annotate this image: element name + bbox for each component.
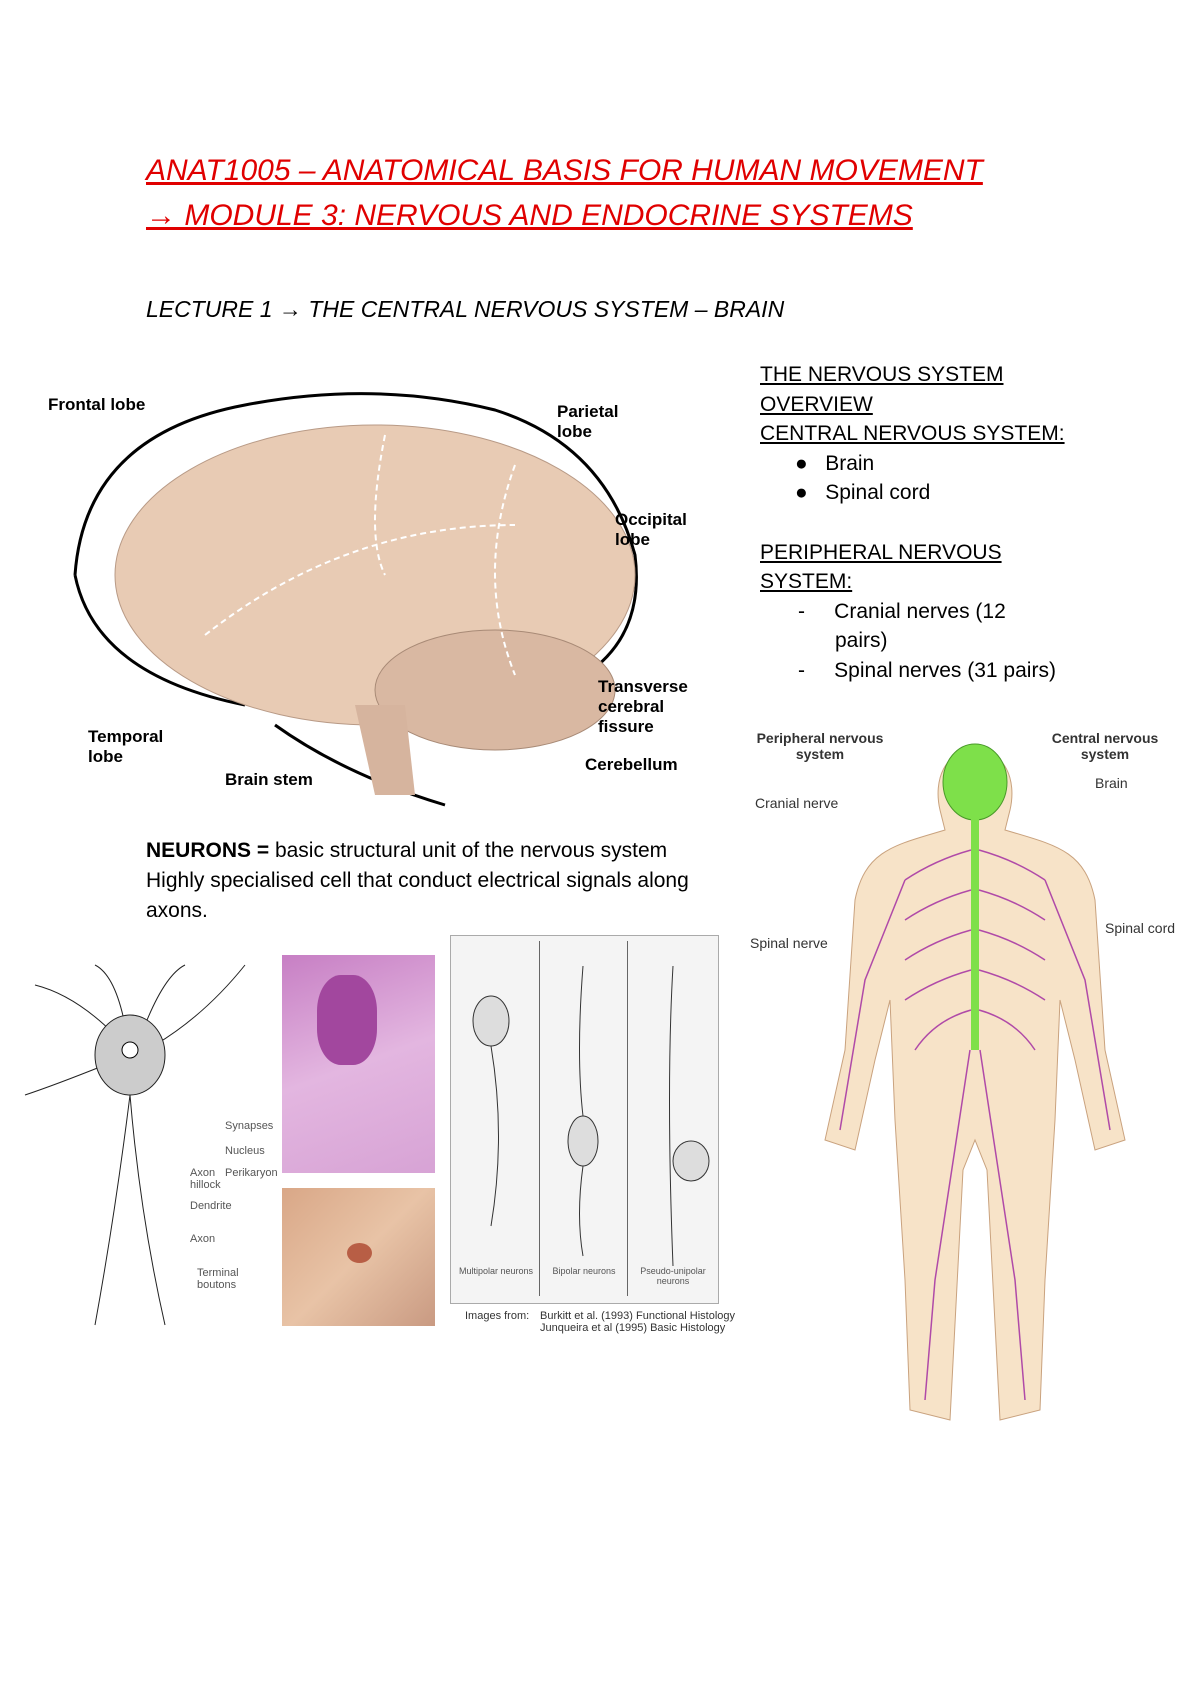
lecture-heading: LECTURE 1 → THE CENTRAL NERVOUS SYSTEM –… [146, 296, 785, 322]
label-multipolar: Multipolar neurons [458, 1266, 534, 1276]
document-title: ANAT1005 – ANATOMICAL BASIS FOR HUMAN MO… [146, 154, 983, 232]
cell-body [347, 1243, 372, 1263]
pns-list-item: - Cranial nerves (12 [798, 599, 1006, 623]
brain-illustration [73, 392, 638, 807]
label-dendrite: Dendrite [190, 1200, 232, 1212]
pns-list-item: - Spinal nerves (31 pairs) [798, 658, 1056, 682]
label-parietal-lobe: Parietal lobe [557, 402, 619, 441]
label-brain: Brain [1095, 775, 1128, 791]
label-temporal-lobe: Temporal lobe [88, 727, 164, 766]
label-spinal-cord: Spinal cord [1105, 920, 1176, 936]
cns-list-item: ● Spinal cord [795, 481, 931, 504]
overview-section: THE NERVOUS SYSTEM OVERVIEW CENTRAL NERV… [760, 360, 1065, 685]
neuron-types-drawing [472, 965, 710, 1267]
neuron-micrograph-stained-brown [282, 1188, 435, 1326]
image-credit: Burkitt et al. (1993) Functional Histolo… [540, 1310, 736, 1334]
label-brain-stem: Brain stem [225, 770, 313, 789]
pns-heading: PERIPHERAL NERVOUS [760, 540, 1002, 564]
label-bipolar: Bipolar neurons [552, 1266, 616, 1276]
label-frontal-lobe: Frontal lobe [48, 395, 146, 414]
label-spinal-nerve: Spinal nerve [750, 935, 828, 951]
label-cranial-nerve: Cranial nerve [755, 795, 839, 811]
label-axon: Axon [190, 1233, 216, 1245]
neuron-structure-diagram: Synapses Nucleus Axon hillock Perikaryon… [15, 955, 278, 1345]
label-pns: Peripheral nervous system [756, 730, 884, 762]
neuron-types-figure: Multipolar neurons Bipolar neurons Pseud… [450, 935, 719, 1304]
label-occipital-lobe: Occipital lobe [615, 510, 687, 549]
cns-heading: CENTRAL NERVOUS SYSTEM: [760, 422, 1065, 445]
divider [627, 941, 628, 1296]
label-cns: Central nervous system [1051, 730, 1159, 762]
cell-body [317, 975, 377, 1065]
label-nucleus: Nucleus [225, 1145, 265, 1157]
label-perikaryon: Perikaryon [225, 1167, 278, 1179]
label-axon-hillock: Axon hillock [190, 1167, 221, 1191]
overview-heading: THE NERVOUS SYSTEM [760, 363, 1004, 386]
brain-lateral-figure: Frontal lobe Parietal lobe Occipital lob… [45, 375, 725, 815]
cns-list-item: ● Brain [795, 451, 875, 475]
image-credit-label: Images from: [465, 1310, 530, 1322]
neuron-drawing [24, 964, 246, 1326]
divider [539, 941, 540, 1296]
label-terminal-boutons: Terminal boutons [197, 1267, 239, 1291]
neuron-micrograph-stained-purple [282, 955, 435, 1173]
body-illustration [824, 743, 1126, 1421]
label-synapses: Synapses [225, 1120, 274, 1132]
neurons-definition: NEURONS = basic structural unit of the n… [146, 839, 689, 922]
label-cerebellum: Cerebellum [585, 755, 678, 774]
nervous-system-body-figure: Peripheral nervous system Central nervou… [750, 720, 1195, 1450]
label-transverse-fissure: Transverse cerebral fissure [598, 677, 688, 736]
label-pseudo-unipolar: Pseudo-unipolar neurons [640, 1266, 706, 1286]
